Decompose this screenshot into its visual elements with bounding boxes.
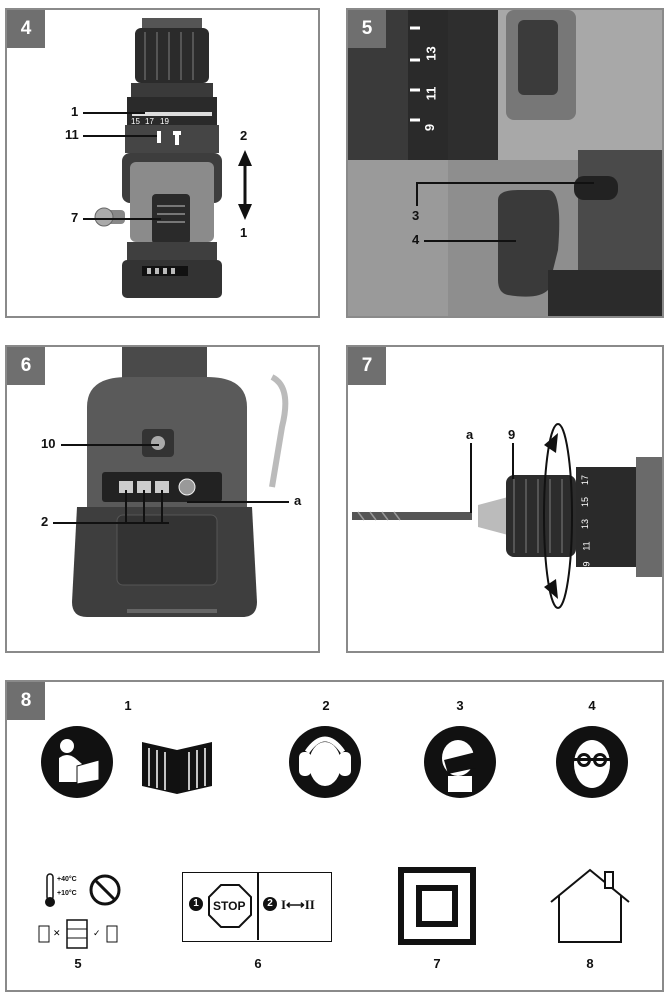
figure-panel-5: 5 13 11 9 3 4: [346, 8, 664, 318]
panel-number-badge: 6: [7, 347, 45, 385]
callout-leader: [470, 443, 472, 513]
step-2-marker: 2: [263, 897, 277, 911]
callout-label-2: 2: [41, 514, 49, 529]
direction-label-up: 2: [240, 128, 248, 143]
figure-panel-8-safety-symbols: 8 1 2 3 4: [5, 680, 664, 992]
callout-leader: [416, 182, 418, 206]
callout-label-4: 4: [412, 232, 420, 247]
double-insulation-icon: [398, 867, 476, 945]
ring-number: 17: [580, 474, 591, 486]
callout-leader: [83, 135, 157, 137]
ring-number: 15: [580, 496, 591, 508]
drill-side-view-illustration: [348, 10, 662, 316]
indoor-use-icon: [550, 868, 630, 943]
stop-octagon: [208, 884, 252, 928]
callout-label-7: 7: [71, 210, 79, 225]
ring-number: 15: [131, 117, 140, 126]
symbol-number: 2: [322, 698, 330, 713]
callout-leader: [161, 490, 163, 522]
callout-leader: [83, 218, 161, 220]
ring-number: 9: [581, 561, 592, 567]
ring-number: 11: [581, 541, 592, 551]
ring-number: 11: [423, 86, 439, 101]
symbol-number: 6: [254, 956, 262, 971]
callout-label-1: 1: [71, 104, 79, 119]
symbol-number: 4: [588, 698, 596, 713]
symbol-number: 5: [74, 956, 82, 971]
stop-text: STOP: [213, 899, 246, 913]
callout-leader: [83, 112, 145, 114]
panel-number-badge: 7: [348, 347, 386, 385]
panel-number-badge: 4: [7, 10, 45, 48]
symbol-number: 3: [456, 698, 464, 713]
panel-number-badge: 5: [348, 10, 386, 48]
battery-rear-view-illustration: [72, 347, 289, 617]
callout-leader: [61, 444, 159, 446]
read-manual-icon: [41, 726, 212, 798]
figure-panel-7: 7 a 9 17 15 13 11 9: [346, 345, 664, 653]
temperature-high-label: +40°C: [57, 876, 77, 883]
callout-leader: [53, 522, 169, 524]
ear-protection-icon: [289, 726, 361, 798]
temperature-low-label: +10°C: [57, 890, 77, 897]
icon-divider: [257, 873, 259, 940]
ring-number: 13: [423, 46, 439, 61]
svg-text:✓: ✓: [93, 928, 101, 938]
direction-label-down: 1: [240, 225, 248, 240]
dust-mask-icon: [424, 726, 496, 798]
battery-storage-icon: ✕ ✓: [38, 873, 121, 949]
symbol-number: 7: [433, 956, 441, 971]
eye-protection-icon: [556, 726, 628, 798]
ring-number: 19: [160, 117, 169, 126]
callout-leader: [416, 182, 594, 184]
callout-leader: [125, 490, 127, 522]
drill-front-view-illustration: [94, 18, 252, 298]
switch-arrow-text: I⟷II: [281, 897, 315, 912]
callout-label-9: 9: [508, 427, 516, 442]
figure-panel-6: 6 10 2 a: [5, 345, 320, 653]
callout-leader: [424, 240, 516, 242]
ring-number: 9: [422, 123, 438, 132]
stop-switch-icon: 1 STOP 2 I⟷II: [182, 872, 332, 942]
callout-leader: [187, 501, 289, 503]
symbol-number: 1: [124, 698, 132, 713]
ring-number: 13: [580, 518, 591, 530]
figure-panel-4: 4: [5, 8, 320, 318]
symbol-number: 8: [586, 956, 594, 971]
callout-leader: [143, 490, 145, 522]
callout-label-11: 11: [65, 127, 79, 142]
svg-text:✕: ✕: [53, 928, 61, 938]
drill-bit-insertion-illustration: [352, 423, 662, 609]
callout-leader: [512, 443, 514, 479]
ring-number: 17: [145, 117, 154, 126]
callout-label-a: a: [466, 427, 474, 442]
callout-label-3: 3: [412, 208, 420, 223]
callout-label-10: 10: [41, 436, 56, 451]
step-1-marker: 1: [189, 897, 203, 911]
callout-label-a: a: [294, 493, 302, 508]
panel-number-badge: 8: [7, 682, 45, 720]
